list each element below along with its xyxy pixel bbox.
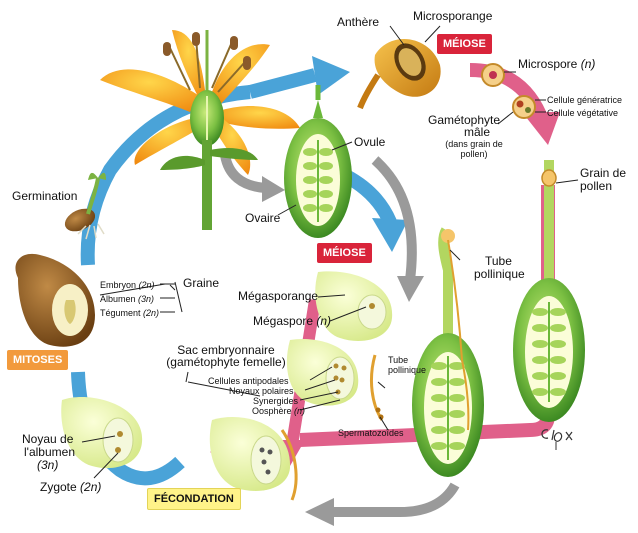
label-microsporange: Microsporange bbox=[413, 9, 493, 23]
label-tube-small-line2: pollinique bbox=[388, 365, 427, 375]
badge-mitoses: MITOSES bbox=[7, 350, 69, 370]
male-gametophyte-drawing bbox=[512, 95, 536, 119]
pollen-tube-small-drawing bbox=[369, 354, 384, 421]
label-megaspore: Mégaspore (n) bbox=[253, 314, 332, 328]
label-germination: Germination bbox=[12, 189, 78, 203]
label-tegument: Tégument (2n) bbox=[100, 308, 160, 318]
label-noyaux-polaires: Noyaux polaires bbox=[229, 386, 294, 396]
badge-meiose-top: MÉIOSE bbox=[437, 34, 492, 54]
label-noyau-albumen-line2: l'albumen bbox=[24, 445, 75, 459]
ovary-drawing bbox=[284, 85, 352, 238]
label-tube-pollinique-line1: Tube bbox=[485, 254, 512, 268]
label-ovule: Ovule bbox=[354, 135, 386, 149]
germinating-seed-drawing bbox=[64, 172, 106, 240]
badge-fecondation: FÉCONDATION bbox=[147, 488, 241, 510]
megasporangium-drawing bbox=[315, 271, 393, 341]
zygote-ovule-drawing bbox=[61, 396, 143, 469]
label-anthere: Anthère bbox=[337, 15, 380, 29]
label-grain-de-pollen-line2: pollen bbox=[580, 179, 613, 193]
label-gametophyte-male-line2: mâle bbox=[463, 125, 490, 139]
label-embryon: Embryon (2n) bbox=[100, 280, 155, 290]
leader-lines bbox=[81, 25, 579, 479]
label-ovaire: Ovaire bbox=[245, 211, 281, 225]
label-megasporange: Mégasporange bbox=[238, 289, 319, 303]
label-sac-embryonnaire-line2: (gamétophyte femelle) bbox=[166, 355, 286, 369]
label-grain-de-pollen-line1: Grain de bbox=[580, 166, 627, 180]
label-spermatozoides: Spermatozoïdes bbox=[338, 428, 404, 438]
label-noyau-albumen-line1: Noyau de bbox=[22, 432, 74, 446]
grey-arrows bbox=[220, 153, 460, 526]
label-cellule-vegetative: Cellule végétative bbox=[547, 108, 619, 118]
lily-flower bbox=[100, 30, 300, 230]
label-noyau-albumen-ploidy: (3n) bbox=[37, 458, 59, 472]
label-cellule-generatrice: Cellule génératrice bbox=[547, 95, 623, 105]
label-graine: Graine bbox=[183, 276, 220, 290]
label-oosphere: Oosphère (n) bbox=[252, 406, 306, 416]
label-synergides: Synergides bbox=[253, 396, 299, 406]
artist-signature bbox=[541, 429, 573, 450]
fertilization-ovule-drawing bbox=[209, 417, 298, 501]
label-cellules-antipodales: Cellules antipodales bbox=[208, 376, 289, 386]
pistil-middle bbox=[412, 227, 484, 477]
label-albumen: Albumen (3n) bbox=[100, 294, 155, 304]
label-tube-pollinique-line2: pollinique bbox=[474, 267, 525, 281]
pistil-right bbox=[513, 160, 585, 422]
label-zygote: Zygote (2n) bbox=[40, 480, 102, 494]
microspore-drawing bbox=[481, 63, 505, 87]
label-sac-embryonnaire-line1: Sac embryonnaire bbox=[177, 343, 275, 357]
label-microspore: Microspore (n) bbox=[518, 57, 596, 71]
label-gametophyte-male-line1: Gamétophyte bbox=[428, 113, 501, 127]
label-gametophyte-male-line3: (dans grain de bbox=[445, 139, 503, 149]
badge-meiose-mid: MÉIOSE bbox=[317, 243, 372, 263]
anther-drawing bbox=[357, 38, 441, 110]
label-tube-small-line1: Tube bbox=[388, 355, 409, 365]
label-gametophyte-male-line4: pollen) bbox=[460, 149, 488, 159]
seed-drawing bbox=[15, 253, 95, 347]
